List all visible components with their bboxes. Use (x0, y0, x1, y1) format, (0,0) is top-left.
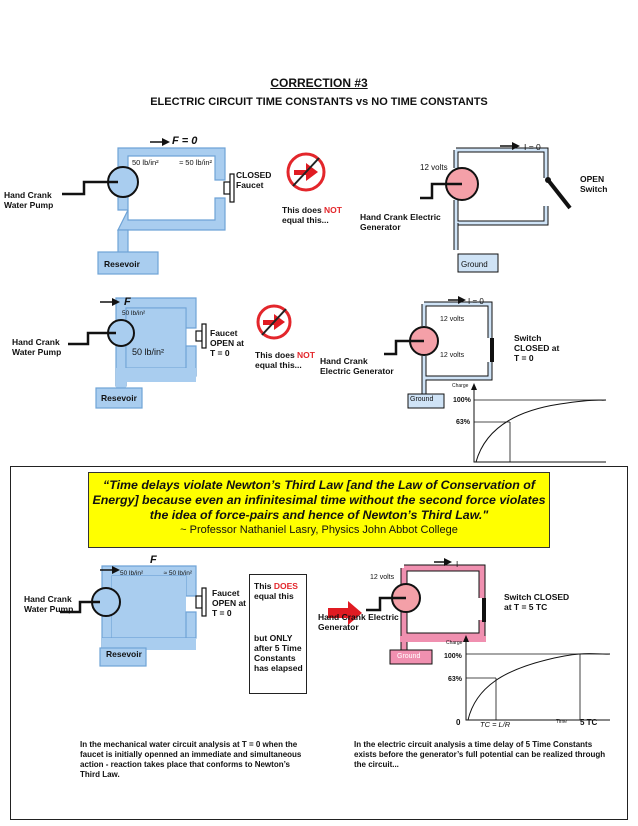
volts-label: 12 volts (370, 574, 395, 581)
reservoir-label: Resevoir (106, 649, 142, 659)
faucet-icon (223, 173, 235, 203)
does-equal-a: This (254, 581, 272, 591)
volts-top-label: 12 volts (440, 316, 465, 323)
charge-curve (475, 399, 607, 463)
pressure-top: 50 lb/in² (122, 310, 146, 317)
force-label: F = 0 (172, 135, 198, 147)
graph-100-label: 100% (453, 397, 471, 404)
pressure-left: 50 lb/in² (132, 158, 159, 167)
quote-attribution: ~ Professor Nathaniel Lasry, Physics Joh… (180, 524, 458, 536)
faucet-icon (195, 587, 207, 617)
reservoir-tank (95, 387, 143, 409)
graph-tc-label: TC = L/R (480, 720, 511, 729)
graph-xlabel: Time (556, 719, 567, 725)
reservoir-label: Resevoir (101, 393, 137, 403)
page-title: CORRECTION #3 (270, 76, 368, 90)
generator-label: Hand Crank Electric Generator (320, 356, 394, 376)
panel-2-diagram (68, 296, 607, 463)
current-label: I = 0 (524, 142, 541, 152)
water-circuit (97, 147, 226, 275)
pressure-top: 50 lb/in² (120, 570, 144, 577)
reservoir-tank (97, 251, 159, 275)
generator-crank-icon (384, 339, 424, 356)
not-equal-sign-icon (256, 304, 292, 340)
charge-graph (463, 635, 611, 721)
electric-circuit (453, 142, 572, 273)
panel-3-diagram (60, 558, 611, 721)
generator-crank-icon (420, 182, 462, 200)
ground-box (457, 253, 499, 273)
graph-63-label: 63% (448, 676, 463, 683)
reservoir-label: Resevoir (104, 259, 140, 269)
force-label: F (124, 296, 131, 308)
reservoir-tank (99, 647, 147, 667)
ground-label: Ground (410, 396, 434, 403)
quote-box: “Time delays violate Newton’s Third Law … (88, 472, 550, 548)
graph-zero-label: 0 (456, 718, 461, 727)
switch-lever-icon (546, 178, 572, 210)
switch-label: OPEN Switch (580, 174, 608, 194)
crank-handle-icon (68, 331, 116, 346)
force-label: F (150, 554, 157, 566)
bottom-frame (10, 466, 628, 820)
ground-label: Ground (461, 260, 488, 269)
volts-label: 12 volts (420, 163, 448, 172)
not-equal-label: This does NOT equal this... (255, 350, 315, 370)
switch-label: Switch CLOSED at T = 0 (514, 333, 560, 363)
current-label: I = 0 (468, 297, 484, 306)
panel-1-diagram (62, 138, 572, 275)
ground-box (389, 649, 433, 665)
page-subtitle: ELECTRIC CIRCUIT TIME CONSTANTS vs NO TI… (150, 96, 488, 108)
equals-arrow-icon (328, 601, 362, 625)
pump-label: Hand Crank Water Pump (4, 190, 54, 210)
graph-ylabel: Charge (446, 640, 463, 646)
crank-handle-icon (62, 180, 118, 196)
charge-curve (467, 653, 611, 721)
pressure-right: ≈ 50 lb/in² (179, 158, 212, 167)
water-circuit (99, 565, 197, 667)
generator-label: Hand Crank Electric Generator (360, 212, 441, 232)
ground-box (407, 393, 445, 409)
switch-label: Switch CLOSED at T = 5 TC (504, 592, 570, 612)
pressure-right: ≈ 50 lb/in² (163, 570, 193, 577)
graph-100-label: 100% (444, 653, 462, 660)
charge-graph (471, 383, 607, 463)
only-after-label: but ONLY after 5 Time Constants has elap… (254, 633, 303, 673)
faucet-label: Faucet OPEN at T = 0 (210, 328, 245, 358)
faucet-icon (195, 323, 207, 349)
ground-label: Ground (397, 653, 421, 660)
water-circuit (95, 297, 197, 409)
electric-circuit (389, 558, 486, 665)
does-equal-b: DOES (273, 581, 298, 591)
pump-label: Hand Crank Water Pump (12, 337, 62, 357)
not-emphasis: NOT (297, 350, 315, 360)
not-equal-sign-icon (286, 152, 326, 192)
crank-handle-icon (60, 600, 100, 614)
pump-label: Hand Crank Water Pump (24, 594, 74, 614)
note-left: In the mechanical water circuit analysis… (80, 740, 302, 779)
graph-ylabel: Charge (452, 383, 469, 389)
faucet-label: Faucet OPEN at T = 0 (212, 588, 247, 618)
volts-bottom-label: 12 volts (440, 352, 465, 359)
does-equal-c: equal this (254, 591, 294, 601)
note-right: In the electric circuit analysis a time … (354, 740, 606, 769)
electric-circuit (407, 296, 494, 409)
pressure-main: 50 lb/in² (132, 347, 165, 357)
current-label: I (456, 560, 459, 569)
graph-5tc-label: 5 TC (580, 718, 598, 727)
not-emphasis: NOT (324, 205, 342, 215)
generator-label: Hand Crank Electric Generator (318, 612, 399, 632)
faucet-label: CLOSED Faucet (236, 170, 272, 190)
quote-text: “Time delays violate Newton’s Third Law … (92, 478, 546, 522)
does-equal-box: This DOES equal this but ONLY after 5 Ti… (249, 574, 307, 694)
graph-63-label: 63% (456, 419, 471, 426)
not-equal-label: This does NOT equal this... (282, 205, 342, 225)
generator-crank-icon (366, 596, 406, 612)
